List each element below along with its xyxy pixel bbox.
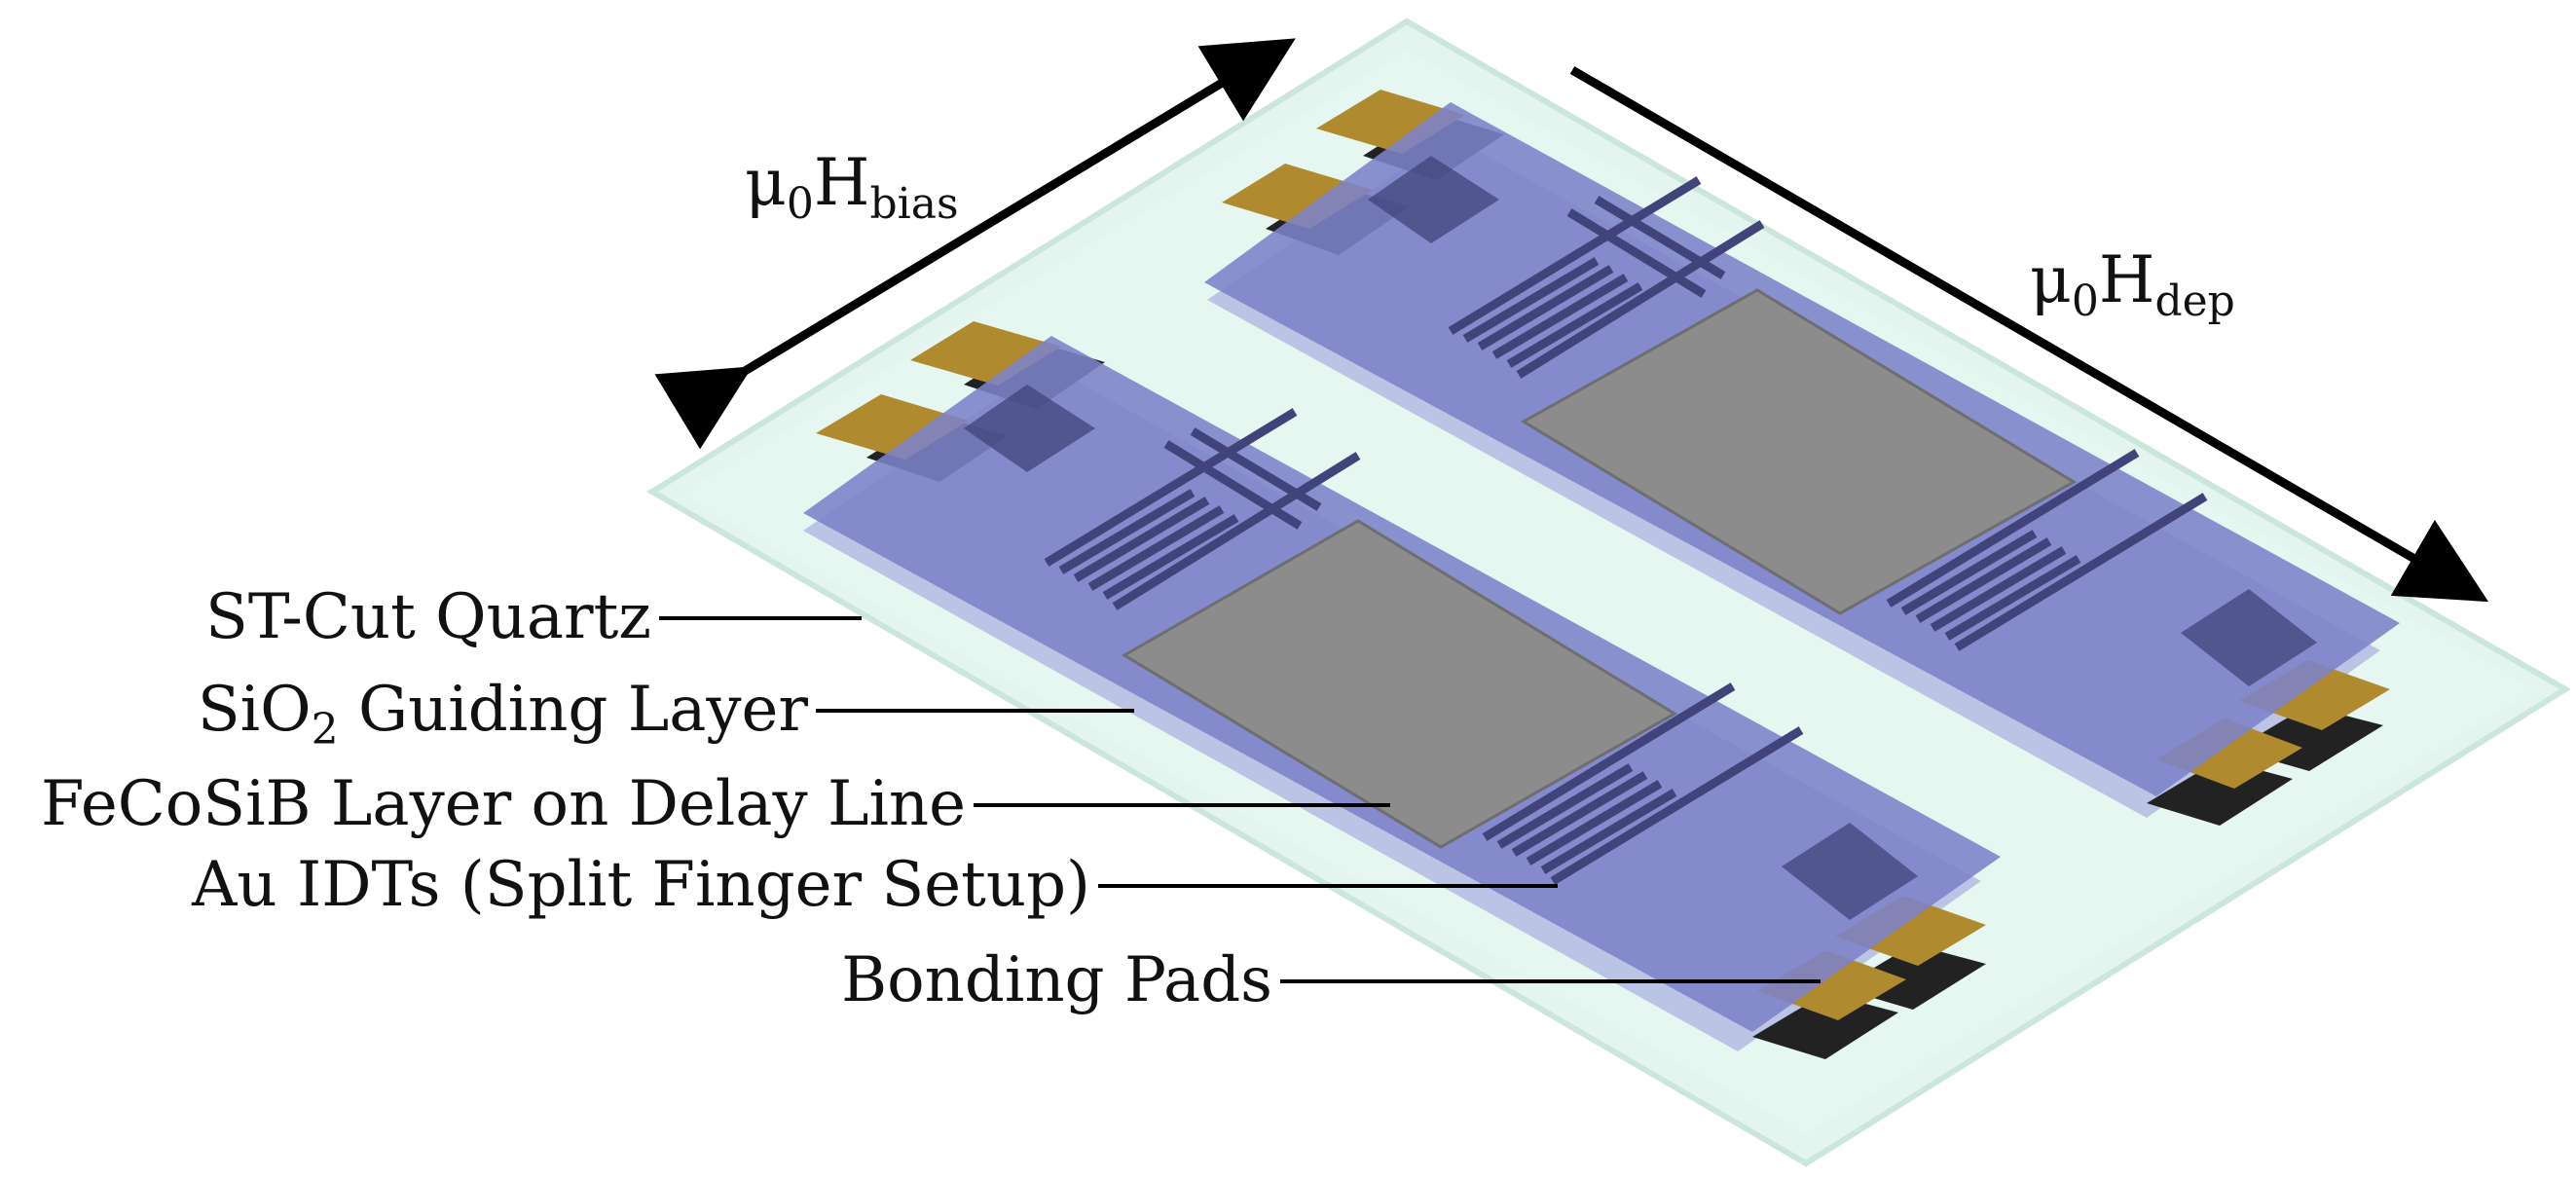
h-symbol: H — [2098, 242, 2155, 317]
mu-symbol: μ — [2030, 242, 2072, 317]
bonding-pad — [2239, 660, 2390, 730]
label-fecosib: FeCoSiB Layer on Delay Line — [41, 773, 966, 835]
au-idt-lower-right — [1482, 682, 1804, 885]
idt-trace — [2181, 589, 2317, 686]
bonding-pad-shadow — [2147, 759, 2293, 826]
label-sio2: SiO2 Guiding Layer — [198, 679, 808, 752]
bonding-pad — [1757, 950, 1906, 1020]
label-idt-text: Au IDTs (Split Finger Setup) — [192, 849, 1090, 921]
idt-trace — [1782, 823, 1918, 920]
device-upper — [1204, 90, 2400, 826]
mu-symbol: μ — [745, 145, 787, 220]
fecosib-layer — [1521, 288, 2077, 615]
bias-field-arrow — [654, 38, 1296, 450]
bias-field-label: μ0Hbias — [745, 151, 959, 226]
label-pads-text: Bonding Pads — [841, 944, 1272, 1016]
bonding-pad — [1835, 896, 1986, 966]
bonding-pad-shadow — [1752, 993, 1898, 1059]
dep-field-label: μ0Hdep — [2030, 248, 2235, 323]
label-sio2-subscript: 2 — [311, 705, 339, 755]
mu-subscript: 0 — [2071, 276, 2099, 327]
mu-subscript: 0 — [786, 179, 814, 230]
bias-subscript: bias — [869, 179, 959, 230]
label-fecosib-text: FeCoSiB Layer on Delay Line — [40, 768, 966, 840]
label-idt: Au IDTs (Split Finger Setup) — [192, 854, 1090, 916]
au-idt-lower-left — [1044, 408, 1361, 610]
dep-field-arrow — [1569, 66, 2489, 603]
au-idt-upper-left — [1448, 176, 1765, 379]
dep-subscript: dep — [2154, 276, 2235, 327]
label-sio2-text: SiO — [197, 674, 312, 746]
label-sio2-suffix: Guiding Layer — [338, 674, 808, 746]
fecosib-layer — [1122, 519, 1677, 849]
idt-trace — [1368, 156, 1499, 243]
h-symbol: H — [813, 145, 870, 220]
label-quartz-text: ST-Cut Quartz — [204, 581, 651, 653]
label-quartz: ST-Cut Quartz — [205, 586, 651, 648]
bonding-pad — [2156, 718, 2302, 789]
label-pads: Bonding Pads — [841, 949, 1272, 1012]
au-idt-upper-right — [1886, 449, 2208, 651]
